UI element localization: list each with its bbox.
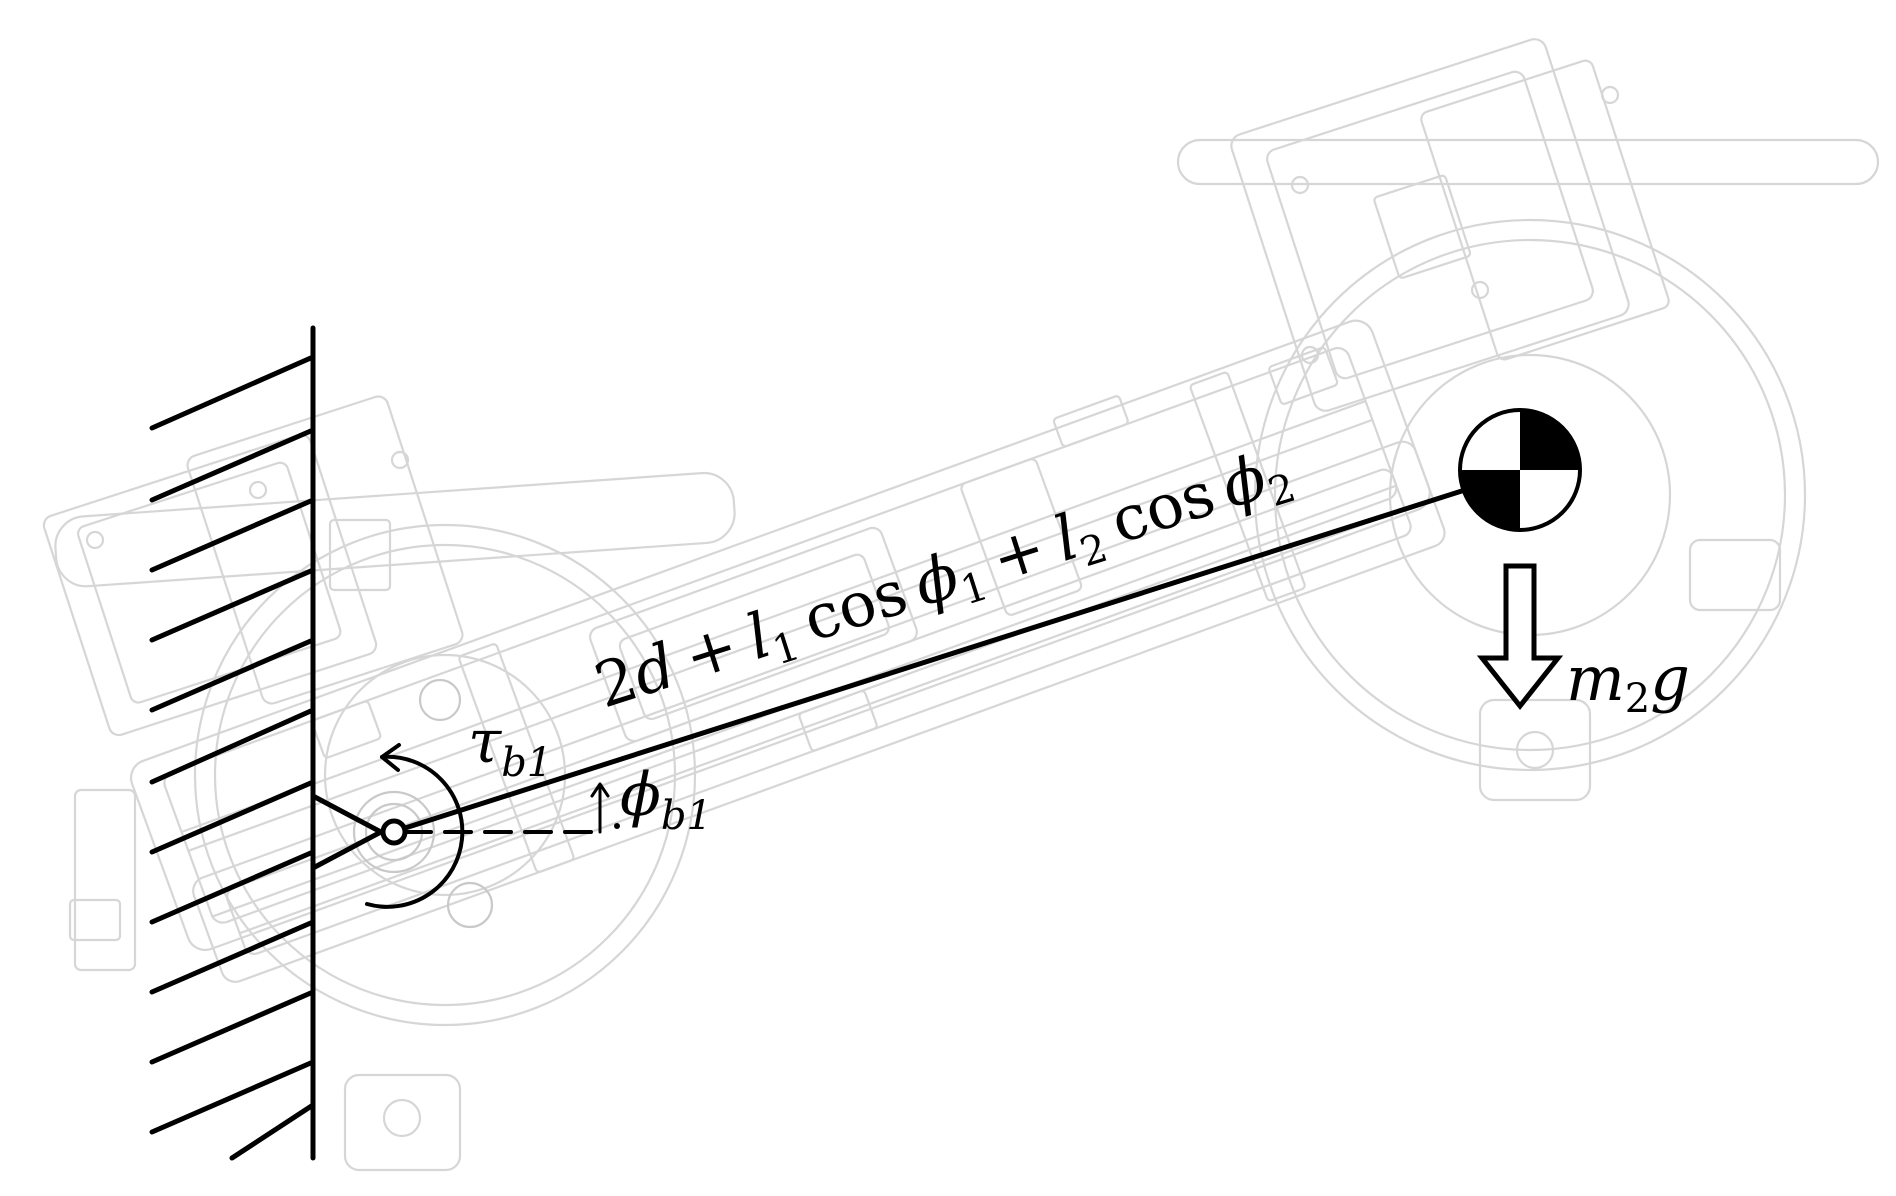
phi-symbol: ϕ: [620, 760, 661, 830]
center-of-mass-symbol: [1458, 408, 1582, 532]
robot-background-drawing: [42, 38, 1880, 1172]
pin-support: [310, 793, 384, 871]
torque-label: τb1: [468, 707, 552, 786]
front-motor-housing: [1176, 38, 1880, 802]
angle-arrow: [590, 782, 620, 834]
mass-subscript: 2: [1625, 676, 1650, 722]
cos-function: cos: [1102, 457, 1223, 558]
torque-arrow: [365, 743, 465, 909]
link-length-line: [399, 486, 1471, 832]
wall-hatching: [149, 354, 316, 1161]
gravity-symbol: g: [1650, 642, 1690, 715]
tau-symbol: τ: [468, 707, 502, 777]
angle-label: ϕb1: [620, 760, 712, 839]
plus-sign: +: [675, 609, 747, 694]
weight-force-arrow: [1476, 563, 1564, 711]
phi-subscript: b1: [661, 793, 712, 839]
plus-sign: +: [983, 510, 1055, 595]
link-frame: [129, 319, 1446, 983]
rear-foot: [343, 1073, 462, 1172]
mass-symbol: m: [1566, 642, 1625, 715]
pivot-pin: [380, 818, 408, 846]
tau-subscript: b1: [501, 740, 552, 786]
weight-label: m2g: [1566, 642, 1690, 722]
fixed-wall: [149, 325, 316, 1161]
